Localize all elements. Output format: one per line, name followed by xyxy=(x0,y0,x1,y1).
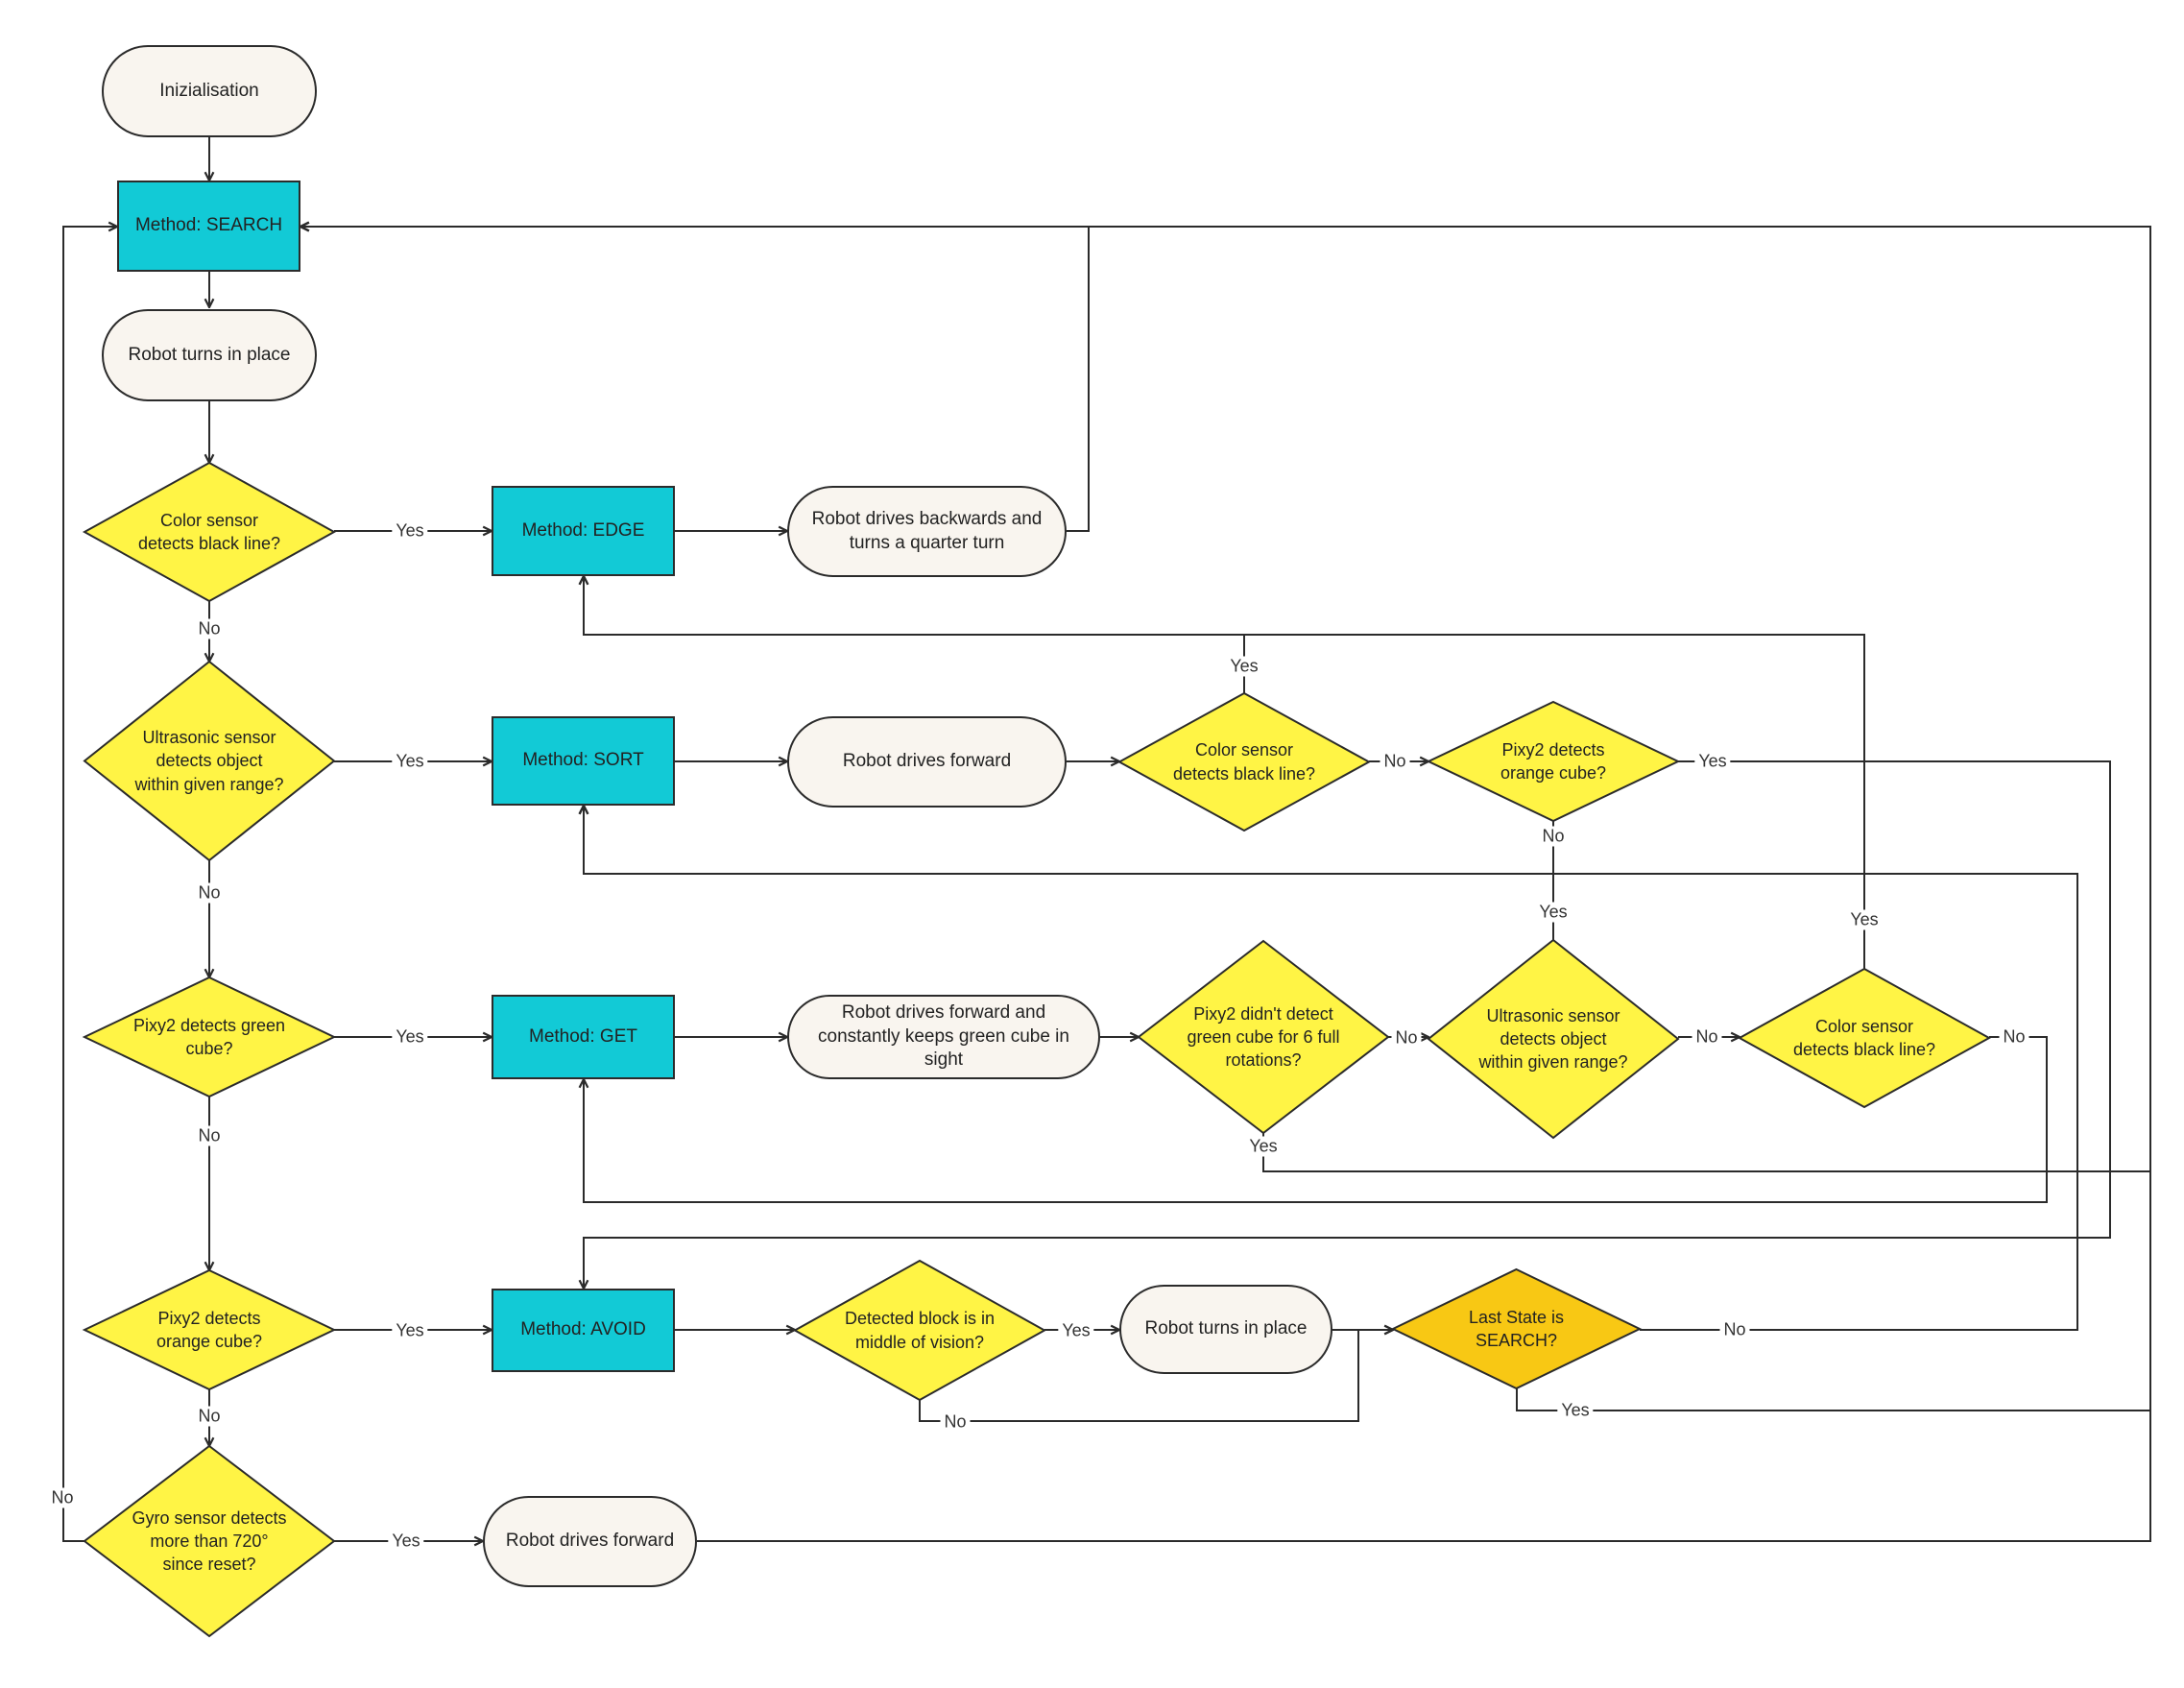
decision-label: Ultrasonic sensor detects object within … xyxy=(134,728,284,794)
edge-label-yes: Yes xyxy=(1226,656,1262,677)
edge-orange1-yes-to-avoid xyxy=(584,760,2111,1289)
diamond-shape xyxy=(1393,1269,1640,1388)
method-sort[interactable]: Method: SORT xyxy=(492,716,675,806)
edge-label-no: No xyxy=(47,1487,78,1508)
decision-label: Pixy2 detects orange cube? xyxy=(1500,739,1607,783)
method-search[interactable]: Method: SEARCH xyxy=(117,181,300,272)
robot-drives-forward-sort[interactable]: Robot drives forward xyxy=(787,716,1067,808)
edge-label-yes: Yes xyxy=(388,1531,424,1552)
edge-middle-no-to-last-state xyxy=(919,1330,1393,1422)
edge-label-no: No xyxy=(194,1125,225,1146)
diamond-shape xyxy=(84,463,334,601)
robot-drives-backwards[interactable]: Robot drives backwards and turns a quart… xyxy=(787,486,1067,577)
edge-label-yes: Yes xyxy=(392,751,428,772)
decision-label: Pixy2 detects orange cube? xyxy=(156,1308,263,1351)
method-get[interactable]: Method: GET xyxy=(492,995,675,1079)
edge-label-yes: Yes xyxy=(392,1320,428,1341)
edge-label-yes: Yes xyxy=(1557,1400,1594,1421)
diamond-shape xyxy=(84,662,334,860)
edge-black3-yes-to-edge xyxy=(584,576,1865,969)
method-avoid[interactable]: Method: AVOID xyxy=(492,1289,675,1372)
edge-label-yes: Yes xyxy=(1535,902,1572,923)
diamond-shape xyxy=(1139,941,1388,1133)
decision-label: Detected block is in middle of vision? xyxy=(844,1309,996,1352)
edge-label-yes: Yes xyxy=(1694,751,1731,772)
edge-forward2-to-search xyxy=(300,227,2151,1542)
diamond-shape xyxy=(795,1261,1044,1400)
decision-color-black-line-get[interactable]: Color sensor detects black line? xyxy=(1740,969,1989,1107)
edge-label-no: No xyxy=(940,1411,971,1433)
edge-label-yes: Yes xyxy=(392,520,428,542)
decision-green-lost[interactable]: Pixy2 didn't detect green cube for 6 ful… xyxy=(1139,941,1388,1133)
edge-gyro-no-to-search xyxy=(62,227,117,1542)
decision-label: Ultrasonic sensor detects object within … xyxy=(1478,1005,1628,1073)
decision-label: Color sensor detects black line? xyxy=(1172,740,1316,784)
edge-label-no: No xyxy=(194,618,225,639)
edge-label-no: No xyxy=(1380,751,1410,772)
diamond-shape xyxy=(84,1446,334,1636)
diamond-shape xyxy=(1740,969,1989,1107)
decision-color-black-line[interactable]: Color sensor detects black line? xyxy=(84,463,334,601)
diamond-shape xyxy=(1428,940,1678,1138)
edge-label-yes: Yes xyxy=(1058,1320,1094,1341)
decision-label: Gyro sensor detects more than 720° since… xyxy=(132,1507,287,1575)
decision-gyro-rotation[interactable]: Gyro sensor detects more than 720° since… xyxy=(84,1446,334,1636)
robot-turns-in-place[interactable]: Robot turns in place xyxy=(102,309,317,401)
decision-ultrasonic-range-get[interactable]: Ultrasonic sensor detects object within … xyxy=(1428,940,1678,1138)
robot-drives-forward-green[interactable]: Robot drives forward and constantly keep… xyxy=(787,995,1100,1079)
edge-label-no: No xyxy=(1538,826,1569,847)
edge-label-yes: Yes xyxy=(392,1026,428,1048)
decision-label: Pixy2 detects green cube? xyxy=(132,1015,286,1058)
edge-orange1-no-to-search xyxy=(584,806,1554,875)
decision-ultrasonic-range[interactable]: Ultrasonic sensor detects object within … xyxy=(84,662,334,860)
decision-last-state-search[interactable]: Last State is SEARCH? xyxy=(1393,1269,1640,1388)
diamond-shape xyxy=(84,977,334,1097)
edge-label-yes: Yes xyxy=(1245,1136,1282,1157)
decision-pixy-orange[interactable]: Pixy2 detects orange cube? xyxy=(84,1270,334,1389)
edge-label-yes: Yes xyxy=(1846,909,1883,930)
decision-label: Pixy2 didn't detect green cube for 6 ful… xyxy=(1187,1003,1340,1071)
diamond-shape xyxy=(1428,702,1678,821)
diamond-shape xyxy=(84,1270,334,1389)
edge-label-no: No xyxy=(1391,1027,1422,1049)
decision-pixy-green[interactable]: Pixy2 detects green cube? xyxy=(84,977,334,1097)
robot-turns-in-place-avoid[interactable]: Robot turns in place xyxy=(1119,1285,1332,1374)
decision-label: Last State is SEARCH? xyxy=(1468,1307,1565,1350)
edge-label-no: No xyxy=(194,1406,225,1427)
start-initialisation[interactable]: Inizialisation xyxy=(102,45,317,137)
robot-drives-forward-gyro[interactable]: Robot drives forward xyxy=(483,1496,697,1587)
edge-last-no-to-sort xyxy=(584,806,2078,1331)
decision-pixy-orange-sort[interactable]: Pixy2 detects orange cube? xyxy=(1428,702,1678,821)
edge-label-no: No xyxy=(194,882,225,904)
edge-label-no: No xyxy=(1692,1026,1722,1048)
decision-block-middle[interactable]: Detected block is in middle of vision? xyxy=(795,1261,1044,1400)
edge-label-no: No xyxy=(1999,1026,2029,1048)
method-edge[interactable]: Method: EDGE xyxy=(492,486,675,576)
decision-label: Color sensor detects black line? xyxy=(1792,1016,1936,1059)
diamond-shape xyxy=(1119,693,1369,831)
decision-color-black-line-sort[interactable]: Color sensor detects black line? xyxy=(1119,693,1369,831)
decision-label: Color sensor detects black line? xyxy=(137,510,281,553)
edge-label-no: No xyxy=(1719,1319,1750,1340)
